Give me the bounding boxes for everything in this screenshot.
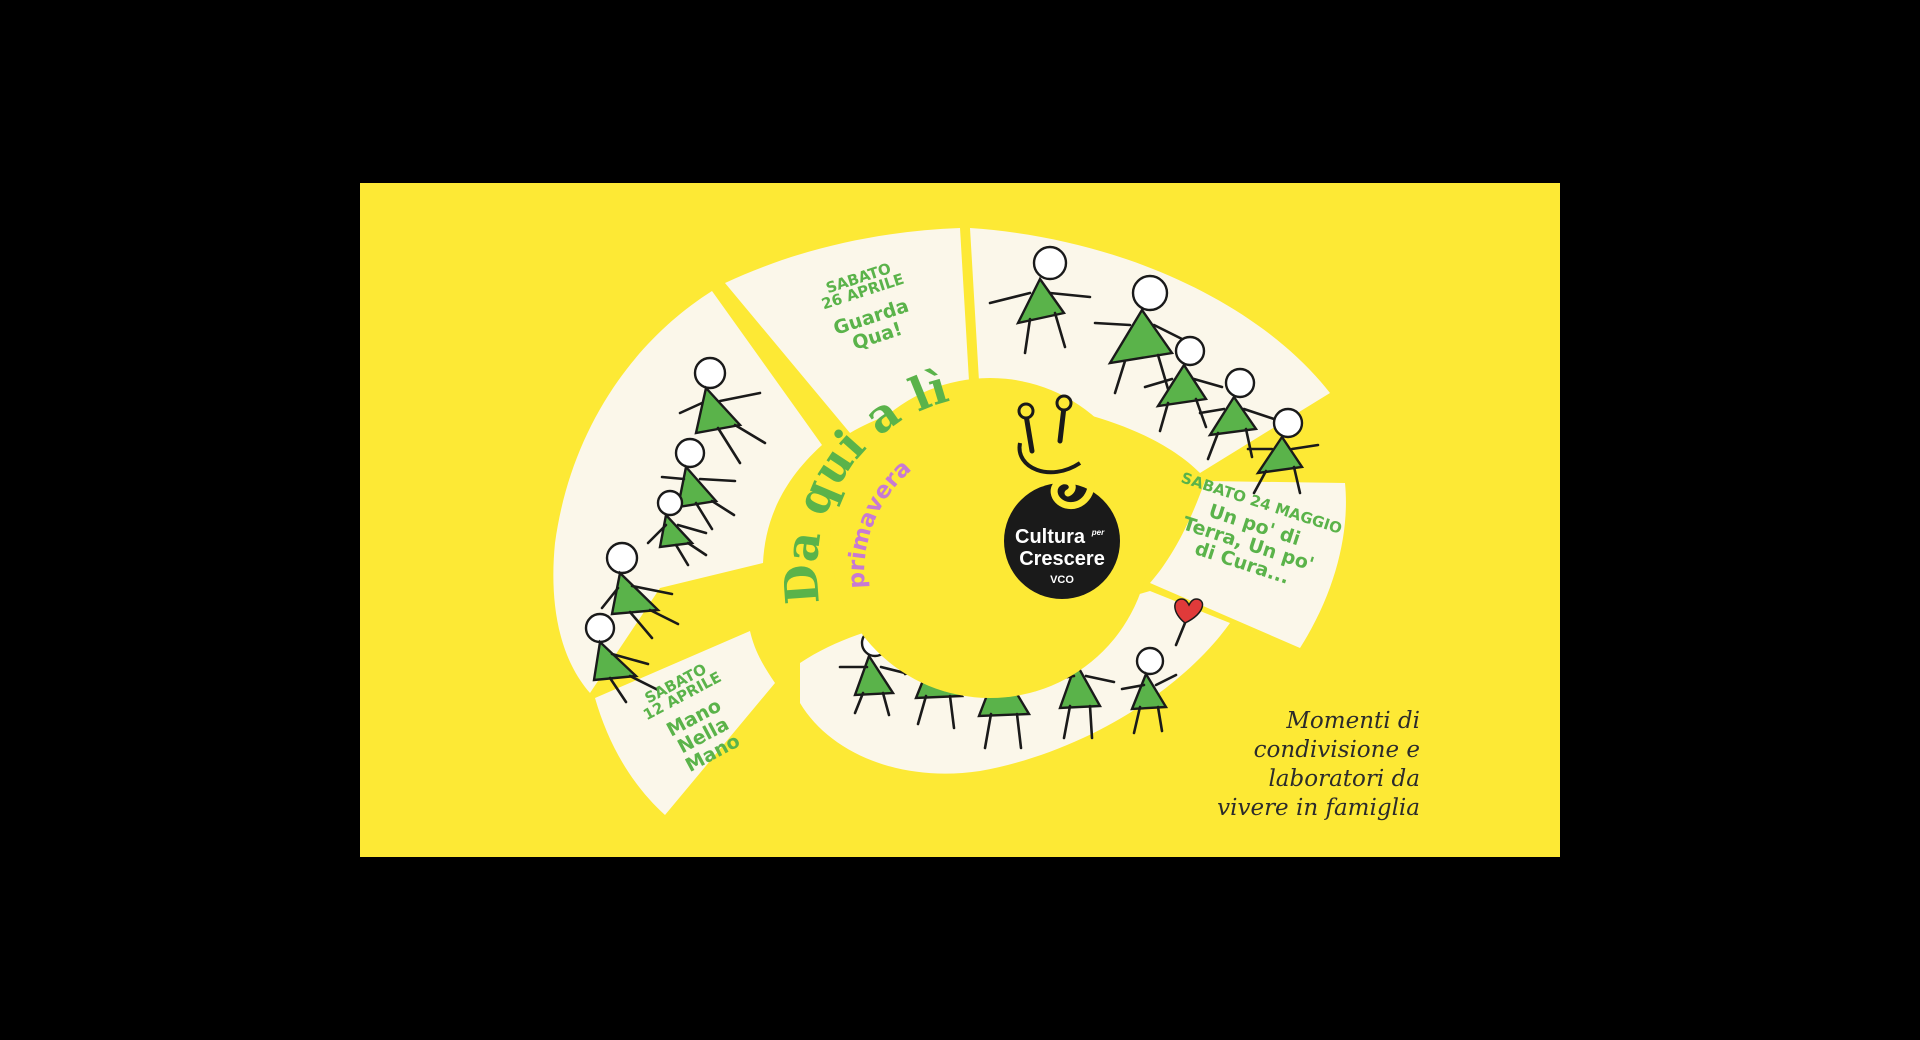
tagline-line: vivere in famiglia [1217, 795, 1420, 821]
segment-bottom-left [595, 631, 775, 815]
poster-artwork: Da qui a lì primavera Cultura per Cresce… [553, 228, 1346, 815]
logo-per: per [1091, 528, 1105, 537]
segment-right [1150, 481, 1346, 648]
kids-group-top-right [988, 245, 1320, 495]
logo-circle [1004, 483, 1120, 599]
snail-icon [1017, 394, 1095, 510]
poster-tagline: Momenti di condivisione e laboratori da … [1160, 707, 1420, 823]
logo-line1: Cultura [1015, 526, 1086, 548]
tagline-line: Momenti di [1286, 708, 1420, 734]
logo-line3: VCO [1050, 574, 1074, 586]
logo-line2: Crescere [1019, 548, 1105, 570]
kids-group-left [584, 356, 767, 704]
tagline-line: laboratori da [1268, 766, 1420, 792]
segment-top-middle [725, 228, 970, 433]
center-disc [830, 378, 1150, 698]
heart-balloon-icon [1174, 598, 1204, 647]
organizer-logo: Cultura per Crescere VCO [1004, 394, 1120, 599]
event-poster: Da qui a lì primavera Cultura per Cresce… [360, 183, 1560, 857]
tagline-line: condivisione e [1253, 737, 1420, 763]
